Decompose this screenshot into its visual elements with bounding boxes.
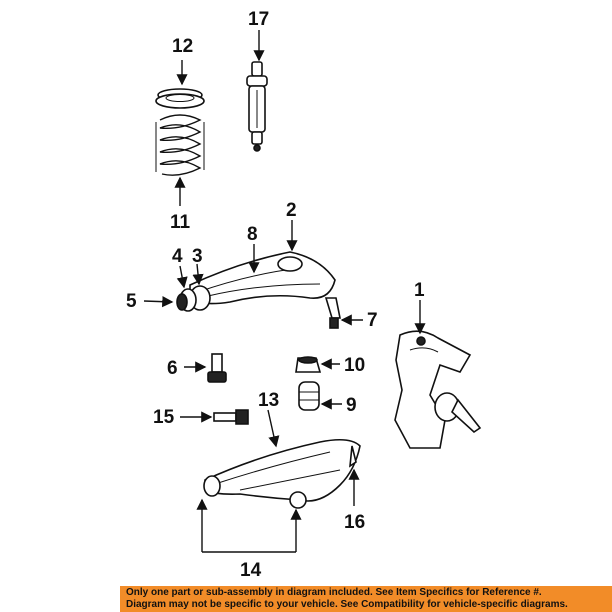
bump-stop-part — [295, 356, 322, 373]
lower-control-arm-part — [203, 438, 361, 509]
spring-insulator-part — [155, 88, 205, 109]
callout-3: 3 — [192, 246, 203, 267]
callout-10: 10 — [344, 355, 365, 376]
disclaimer-banner: Only one part or sub-assembly in diagram… — [120, 586, 612, 612]
leader-13 — [267, 409, 280, 448]
callout-6: 6 — [167, 358, 178, 379]
leader-lines — [143, 30, 426, 553]
callout-11: 11 — [170, 212, 191, 233]
shock-absorber-part — [246, 61, 268, 152]
coil-spring-part — [155, 114, 205, 176]
callout-16: 16 — [344, 512, 365, 533]
disclaimer-line-1: Only one part or sub-assembly in diagram… — [126, 587, 542, 598]
callout-labels: 12 17 11 8 2 3 4 5 7 1 6 10 9 15 13 16 1… — [126, 9, 425, 581]
callout-8: 8 — [247, 224, 258, 245]
steering-knuckle-part — [394, 330, 482, 449]
rebound-bumper-part — [298, 381, 320, 411]
callout-5: 5 — [126, 291, 137, 312]
callout-14: 14 — [240, 560, 262, 581]
callout-15: 15 — [153, 407, 175, 428]
callout-17: 17 — [248, 9, 269, 30]
leader-5 — [143, 296, 174, 308]
leader-3 — [192, 263, 204, 286]
callout-4: 4 — [172, 246, 183, 267]
leader-4 — [176, 265, 188, 289]
upper-control-arm-part — [189, 251, 341, 329]
callout-13: 13 — [258, 390, 279, 411]
cam-bolt-part — [213, 409, 249, 425]
callout-12: 12 — [172, 36, 193, 57]
callout-1: 1 — [414, 280, 425, 301]
callout-9: 9 — [346, 395, 357, 416]
disclaimer-line-2: Diagram may not be specific to your vehi… — [126, 599, 568, 610]
bolt-part — [207, 353, 227, 383]
control-arm-bushing-part — [176, 285, 211, 312]
callout-7: 7 — [367, 310, 378, 331]
callout-2: 2 — [286, 200, 297, 221]
